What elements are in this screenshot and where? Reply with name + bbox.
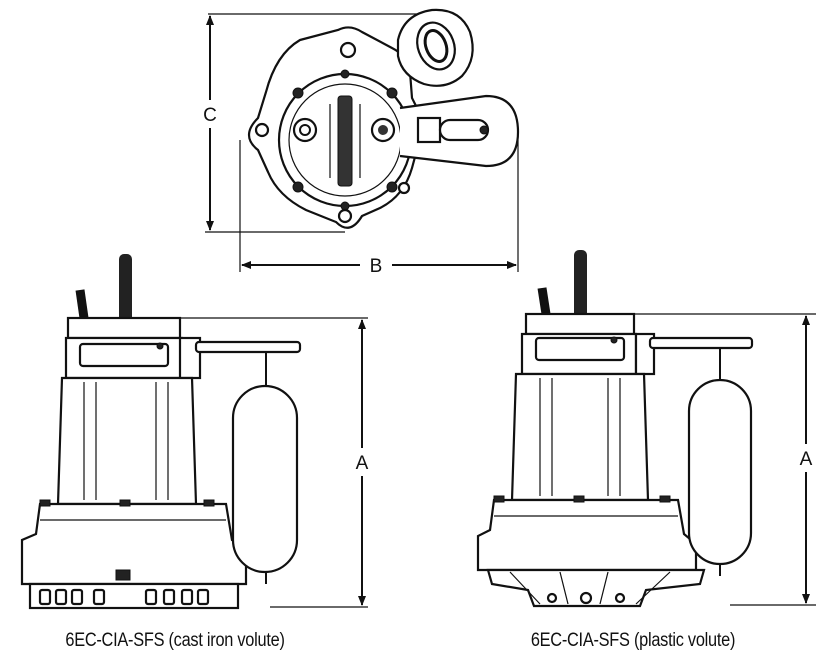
handle-top	[337, 95, 353, 187]
motor-cap-left	[66, 316, 182, 340]
dim-a-right-label: A	[800, 449, 813, 470]
volute-left	[20, 502, 248, 586]
base-openings-left	[38, 588, 210, 606]
base-legs-right	[509, 571, 671, 605]
float-arm-right	[648, 336, 754, 350]
base-right	[486, 568, 706, 608]
motor-cap-right	[524, 312, 636, 336]
plate-screw-right	[610, 336, 618, 344]
dim-c-label: C	[203, 105, 217, 126]
label-plate-right	[534, 336, 626, 362]
switch-entry-inner	[378, 125, 388, 135]
volute-bolts-right	[493, 495, 671, 503]
top-view: C B	[203, 8, 520, 277]
float-clamp	[416, 116, 442, 144]
discharge-port-inner	[423, 29, 449, 63]
volute-bolts-left	[39, 499, 215, 581]
float-right	[687, 378, 753, 566]
cord-entry-inner	[299, 124, 311, 136]
pump-plastic: A	[476, 250, 816, 608]
float-arm-left	[194, 340, 302, 354]
dim-a-left-label: A	[356, 453, 369, 474]
power-cord-left	[75, 289, 89, 319]
caption-cast-iron: 6EC-CIA-SFS (cast iron volute)	[65, 630, 285, 651]
caption-plastic: 6EC-CIA-SFS (plastic volute)	[530, 630, 736, 651]
float-pivot	[479, 125, 489, 135]
dim-b-label: B	[370, 256, 383, 277]
housing-bolts	[254, 41, 411, 224]
plate-screw-left	[156, 342, 164, 350]
volute-right	[476, 498, 698, 572]
motor-body-left	[56, 376, 198, 506]
pump-cast-iron: A	[20, 254, 369, 610]
power-cord-right	[537, 287, 551, 315]
motor-body-right	[510, 372, 650, 502]
label-plate-left	[78, 342, 170, 368]
float-left	[231, 384, 299, 574]
